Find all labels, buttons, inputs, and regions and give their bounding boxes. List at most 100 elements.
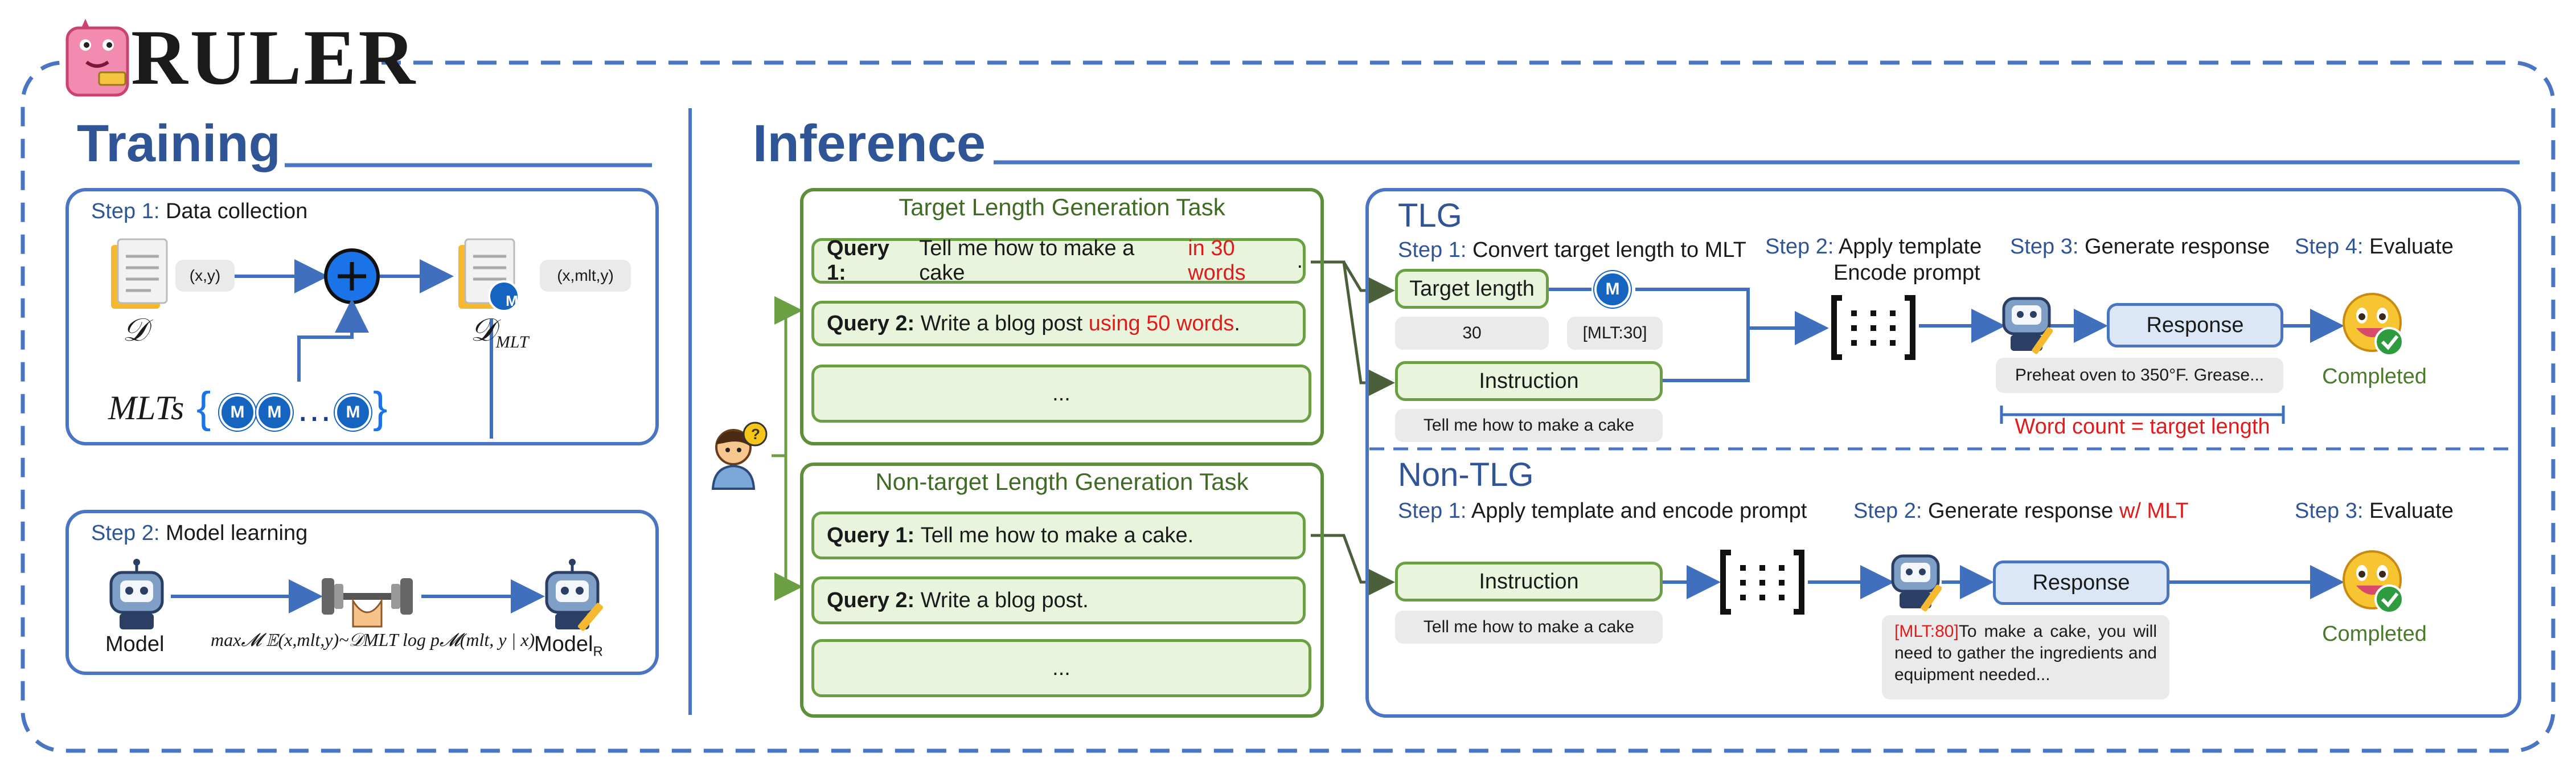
tlg-title: TLG	[1398, 197, 1462, 234]
query-text: Tell me how to make a cake	[919, 236, 1135, 285]
step-text: Apply template	[1838, 235, 1982, 259]
tlg-task-title: Target Length Generation Task	[899, 194, 1225, 220]
tlg-query-1[interactable]: Query 1: Tell me how to make a cake in 3…	[811, 236, 1306, 285]
tlg-step3-label: Step 3: Generate response	[2010, 235, 2270, 259]
tlg-step4-label: Step 4: Evaluate	[2295, 235, 2454, 259]
smiley-check-icon	[2343, 550, 2404, 614]
svg-text:?: ?	[751, 425, 760, 443]
tlg-query-more: ...	[811, 365, 1311, 423]
target-length-box: Target length	[1395, 269, 1549, 309]
tlg-step2-label: Step 2: Apply template	[1765, 235, 1982, 259]
tlg-response-box: Response	[2107, 303, 2283, 347]
ruler-logo-icon	[65, 19, 129, 97]
step-prefix: Step 4:	[2295, 235, 2364, 259]
step-text: Generate response	[2084, 235, 2270, 259]
model-label: Model	[105, 632, 165, 656]
mlt-badge-icon: M	[1594, 271, 1631, 308]
mlt-badge-icon: M	[335, 394, 371, 431]
doc-label: 𝒟	[122, 313, 148, 348]
step-prefix: Step 3:	[2295, 499, 2364, 523]
document-icon	[111, 238, 168, 309]
query-text: Write a blog post.	[920, 588, 1089, 612]
step-text: Model learning	[165, 521, 308, 545]
tlg-instruction-box: Instruction	[1395, 361, 1663, 401]
bracket-template-icon	[1831, 295, 1915, 360]
ntlg-response-text: [MLT:80]To make a cake, you will need to…	[1882, 615, 2169, 699]
mlts-label: MLTs	[108, 389, 184, 427]
objective-formula: max𝓜 𝔼(x,mlt,y)~𝒟MLT log p𝓜(mlt, y | x)	[211, 629, 535, 650]
step-prefix: Step 1:	[1398, 499, 1467, 523]
ntlg-instruction-box: Instruction	[1395, 562, 1663, 602]
training-step1-graphics	[111, 238, 520, 439]
step-prefix: Step 2:	[91, 521, 160, 545]
tlg-query-2[interactable]: Query 2: Write a blog post using 50 word…	[811, 301, 1306, 346]
mlt-badge-icon: M	[256, 394, 293, 431]
response-mlt-token: [MLT:80]	[1894, 622, 1959, 641]
ntlg-query-more: ...	[811, 639, 1311, 697]
xy-tag: (x,y)	[175, 260, 235, 292]
ntlg-step2-label: Step 2: Generate response w/ MLT	[1853, 499, 2189, 523]
model-r-label: ModelR	[534, 632, 603, 660]
query-length-constraint: in 30 words	[1188, 236, 1246, 285]
tlg-step1-label: Step 1: Convert target length to MLT	[1398, 238, 1746, 263]
robot-pencil-icon	[545, 559, 604, 631]
dumbbell-icon	[322, 578, 413, 628]
user-question-icon: ?	[711, 422, 768, 490]
step-text: Convert target length to MLT	[1472, 238, 1746, 262]
smiley-check-icon	[2343, 293, 2404, 357]
mlt-ellipsis: …	[296, 388, 333, 429]
ntlg-query-1[interactable]: Query 1: Tell me how to make a cake.	[811, 512, 1306, 559]
ntlg-response-box: Response	[1993, 560, 2169, 605]
brace-close: }	[373, 383, 388, 432]
query-text: Write a blog post	[920, 311, 1083, 336]
tlg-completed: Completed	[2322, 365, 2427, 388]
brace-open: {	[196, 383, 211, 432]
step-text-red: w/ MLT	[2119, 499, 2189, 523]
logo-text: RULER	[131, 14, 418, 101]
ntlg-task-title: Non-target Length Generation Task	[875, 468, 1249, 495]
training-step2-graphics	[109, 559, 604, 631]
step-text: Evaluate	[2369, 235, 2454, 259]
query-text: Tell me how to make a cake.	[920, 523, 1194, 547]
step-text: Apply template and encode prompt	[1471, 499, 1807, 523]
model-r-sub: R	[593, 644, 603, 660]
document-mlt-icon	[458, 238, 520, 312]
robot-icon	[109, 559, 164, 629]
query-prefix: Query 1:	[827, 236, 889, 285]
query-end: .	[1234, 311, 1240, 336]
step-prefix: Step 1:	[1398, 238, 1467, 262]
mlt-token: [MLT:30]	[1567, 317, 1663, 350]
ruler-logo: RULER	[64, 15, 417, 100]
step-text: Generate response	[1927, 499, 2119, 523]
doc-mlt-main: 𝒟	[470, 313, 496, 348]
step-prefix: Step 3:	[2010, 235, 2079, 259]
response-body: To make a cake, you will need to gather …	[1894, 622, 2157, 684]
robot-pencil-icon	[1891, 554, 1942, 612]
tlg-step2-label2: Encode prompt	[1833, 261, 1980, 285]
model-r-main: Model	[534, 632, 593, 656]
xmlty-tag: (x,mlt,y)	[540, 260, 631, 292]
word-count-note: Word count = target length	[2015, 415, 2270, 439]
query-length-constraint: using 50 words	[1088, 311, 1234, 336]
inference-right-panel	[1365, 188, 2521, 718]
doc-mlt-sub: MLT	[495, 333, 529, 352]
doc-mlt-badge-text: M	[506, 292, 518, 309]
query-end: .	[1297, 248, 1303, 273]
robot-pencil-icon	[2002, 297, 2053, 354]
ntlg-query-2[interactable]: Query 2: Write a blog post.	[811, 576, 1306, 624]
ntlg-step3-label: Step 3: Evaluate	[2295, 499, 2454, 523]
step-prefix: Step 2:	[1765, 235, 1834, 259]
query-prefix: Query 2:	[827, 311, 915, 336]
bracket-template-icon	[1720, 550, 1804, 615]
training-step2-label: Step 2: Model learning	[91, 521, 307, 546]
mlt-badge-icon: M	[219, 394, 256, 431]
ntlg-completed: Completed	[2322, 622, 2427, 646]
ntlg-step1-label: Step 1: Apply template and encode prompt	[1398, 499, 1807, 523]
target-value: 30	[1395, 317, 1549, 350]
training-step1-label: Step 1: Data collection	[91, 199, 307, 224]
tlg-instruction-text: Tell me how to make a cake	[1395, 409, 1663, 442]
ntlg-title: Non-TLG	[1398, 456, 1534, 493]
inference-title: Inference	[753, 114, 986, 173]
ntlg-task-panel	[800, 463, 1324, 718]
step-text: Evaluate	[2369, 499, 2454, 523]
